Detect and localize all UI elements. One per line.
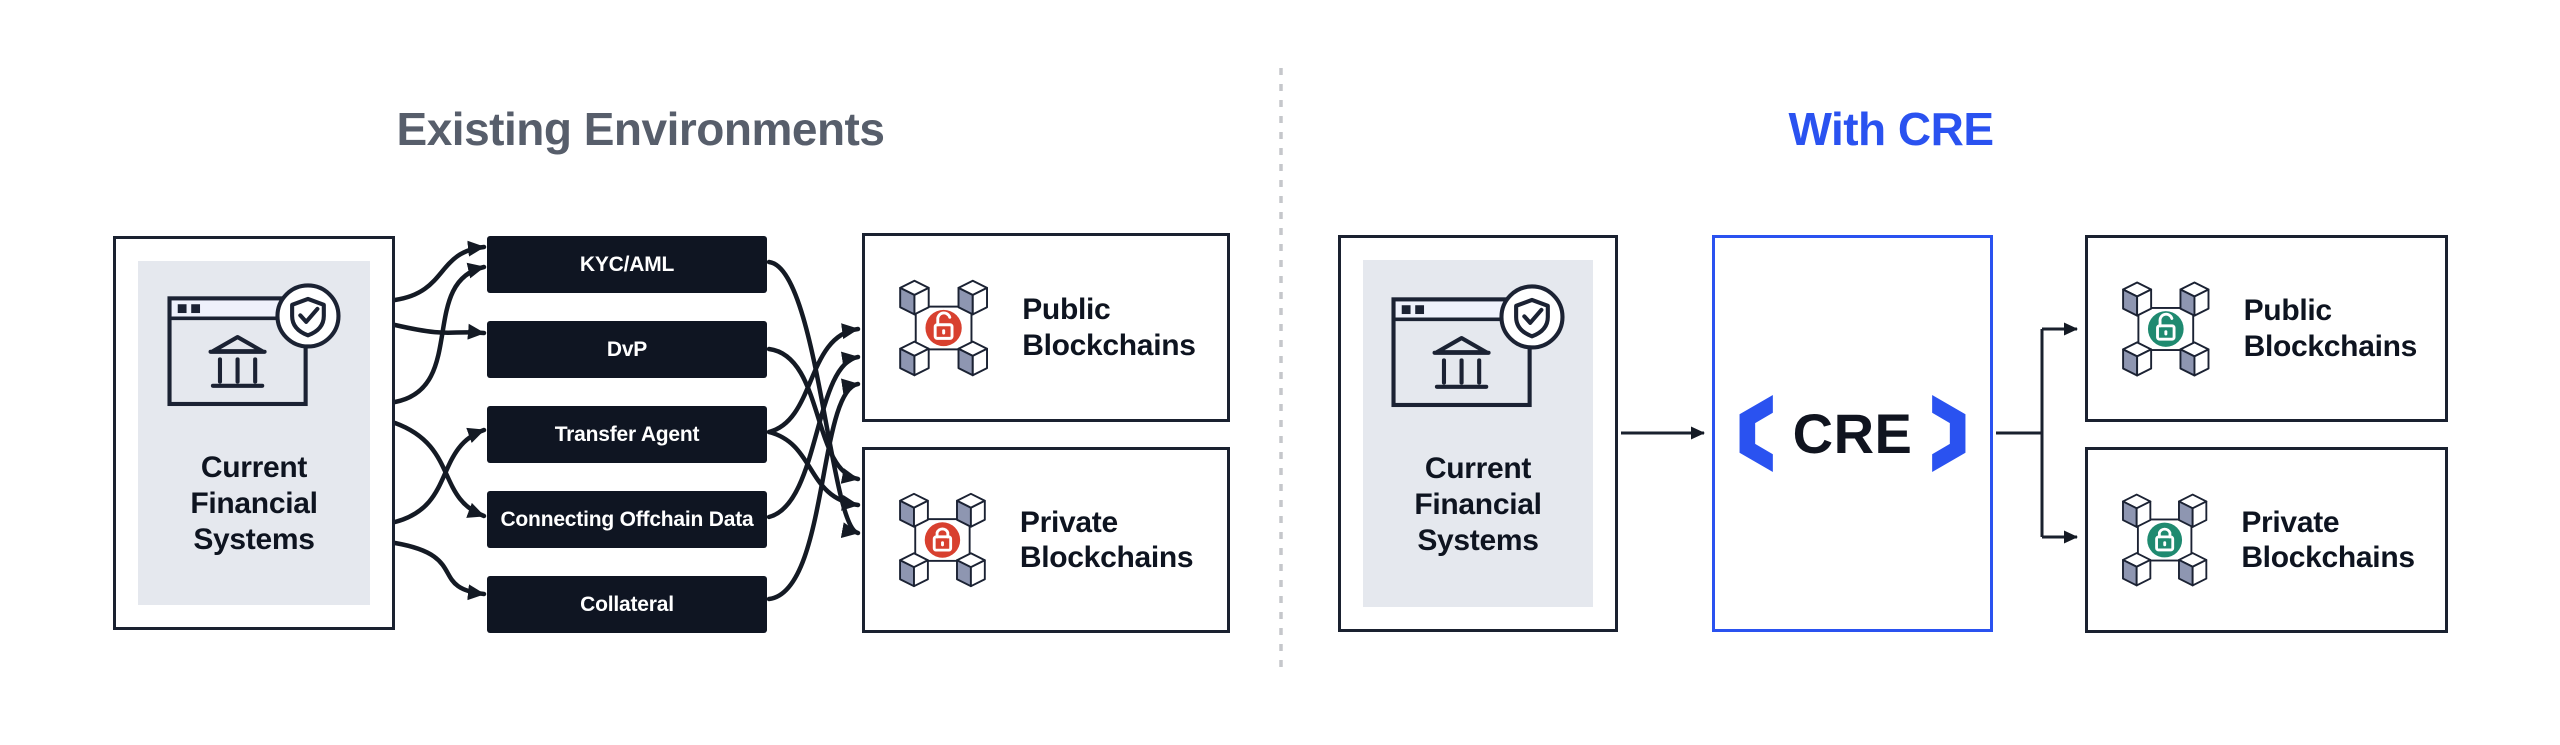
cfs-inner-panel: Current Financial Systems <box>138 261 370 605</box>
unlocked-badge <box>2147 310 2184 347</box>
arrow-path <box>766 378 861 602</box>
cfs-label: Current Financial Systems <box>1414 451 1542 557</box>
chain-label: Public Blockchains <box>2243 294 2418 363</box>
middleware-pill-transfer-agent: Transfer Agent <box>487 406 767 463</box>
unlocked-badge <box>925 309 962 346</box>
blockchain-network-icon <box>2118 476 2211 604</box>
middleware-pill-connecting-offchain-data: Connecting Offchain Data <box>487 491 767 548</box>
arrow-path <box>392 540 487 601</box>
right-current-financial-systems-box: Current Financial Systems <box>1338 235 1618 632</box>
right-section-title: With CRE <box>1788 103 1994 155</box>
cre-label: CRE <box>1792 402 1913 465</box>
arrow-path <box>392 240 487 303</box>
pill-label: Transfer Agent <box>554 422 700 446</box>
secure-bank-browser-icon <box>166 278 342 422</box>
right-public-blockchains-box: Public Blockchains <box>2085 235 2448 422</box>
middleware-pill-kyc-aml: KYC/AML <box>487 236 767 293</box>
blockchain-network-icon <box>895 264 992 392</box>
cre-logo: CRE <box>1729 395 1977 472</box>
left-current-financial-systems-box: Current Financial Systems <box>113 236 395 630</box>
secure-bank-browser-icon <box>1390 279 1566 423</box>
left-section-title: Existing Environments <box>396 103 885 155</box>
arrow-path <box>766 429 861 511</box>
pill-label: Connecting Offchain Data <box>500 507 754 531</box>
arrow-path <box>766 323 861 435</box>
middleware-pill-dvp: DvP <box>487 321 767 378</box>
arrows-middleware-to-chains <box>766 259 861 602</box>
arrows-source-to-middleware <box>392 240 487 601</box>
cre-left-bracket-icon <box>1739 395 1773 472</box>
cfs-label: Current Financial Systems <box>190 451 318 556</box>
arrow-path <box>392 427 487 525</box>
arrow-path <box>766 346 861 484</box>
blockchain-network-icon <box>2118 265 2214 393</box>
arrow-path <box>392 262 487 405</box>
pill-label: KYC/AML <box>579 252 675 276</box>
chain-label: Private Blockchains <box>2241 505 2415 574</box>
left-public-blockchains-box: Public Blockchains <box>862 233 1230 422</box>
cre-box: CRE <box>1712 235 1993 632</box>
pill-label: Collateral <box>580 592 674 616</box>
cfs-inner-panel: Current Financial Systems <box>1363 260 1593 607</box>
arrow-path <box>766 351 861 520</box>
blockchain-network-icon <box>895 476 990 604</box>
arrow-path <box>392 420 487 519</box>
chain-label: Private Blockchains <box>1019 505 1194 574</box>
left-private-blockchains-box: Private Blockchains <box>862 447 1230 633</box>
arrow-path <box>766 259 861 538</box>
arrows-cre-flow <box>1621 322 2078 544</box>
middleware-pill-collateral: Collateral <box>487 576 767 633</box>
cre-right-bracket-icon <box>1932 395 1966 472</box>
right-private-blockchains-box: Private Blockchains <box>2085 447 2448 633</box>
arrow-path <box>392 322 487 340</box>
pill-label: DvP <box>606 337 648 361</box>
chain-label: Public Blockchains <box>1022 293 1196 362</box>
